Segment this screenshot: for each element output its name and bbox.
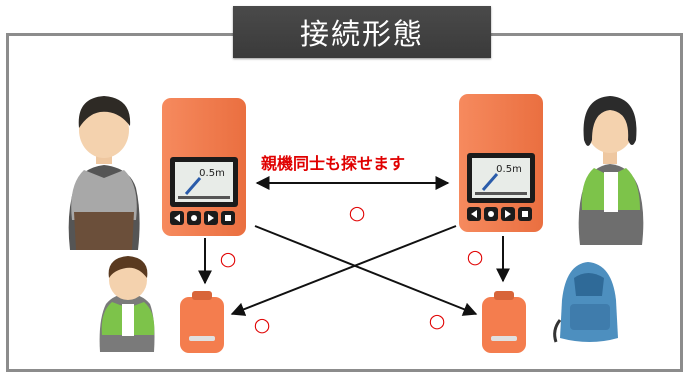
caption-parents-searchable: 親機同士も探せます <box>261 154 406 173</box>
person-woman-icon <box>578 96 644 245</box>
arrow-right-parent-to-left-child <box>230 225 457 316</box>
ok-mark-right-cross: ○ <box>429 310 446 332</box>
ok-mark-left-vertical: ○ <box>220 248 237 270</box>
arrow-left-parent-to-right-child <box>254 225 478 316</box>
child-tag-right <box>482 291 526 353</box>
person-child-icon <box>99 256 155 352</box>
ok-mark-left-cross: ○ <box>254 314 271 336</box>
right-device-display: 0.5m <box>496 164 522 175</box>
backpack-icon <box>553 262 618 343</box>
diagram-title: 接続形態 <box>233 6 491 58</box>
child-tag-left <box>180 291 224 353</box>
left-device-display: 0.5m <box>199 168 225 179</box>
ok-mark-parent-link: ○ <box>349 202 366 224</box>
parent-device-left <box>162 98 246 236</box>
parent-device-right <box>459 94 543 232</box>
ok-mark-right-vertical: ○ <box>467 246 484 268</box>
person-man-icon <box>68 96 140 250</box>
